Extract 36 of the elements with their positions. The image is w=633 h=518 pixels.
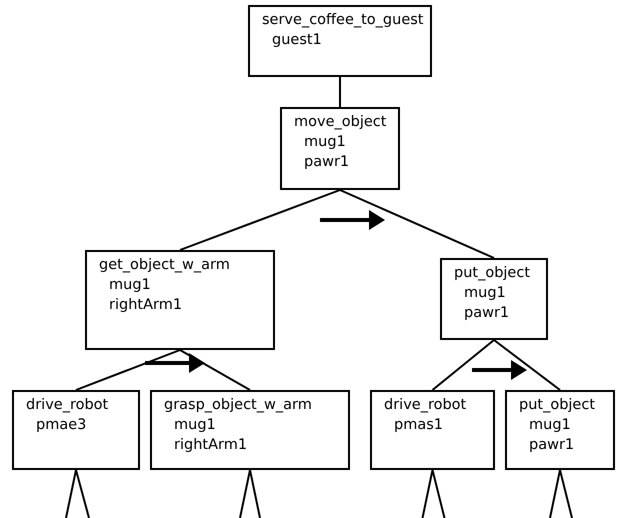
parameter-text: mug1 [174,416,216,435]
connector-line [432,339,495,391]
connector-line [339,77,341,107]
task-name: serve_coffee_to_guest [262,11,424,30]
task-name: get_object_w_arm [99,256,230,275]
task-name: drive_robot [384,396,466,415]
parameter-text: pmae3 [36,416,86,435]
task-box [370,390,495,470]
task-box [12,390,140,470]
parameter-text: mug1 [304,133,346,152]
parameter-text: pawr1 [304,153,350,172]
parameter-text: rightArm1 [174,436,248,455]
parameter-text: mug1 [529,416,571,435]
connector-line [340,189,494,259]
parameter-text: pawr1 [529,436,574,455]
parameter-text: guest1 [272,31,322,50]
task-name: move_object [294,113,386,132]
connector-line [493,339,561,391]
connector-line [180,189,340,251]
task-box [85,250,275,350]
connector-line [76,349,180,391]
task-box [248,5,432,77]
task-name: put_object [454,264,530,283]
task-name: grasp_object_w_arm [164,396,312,415]
task-box [150,390,350,470]
task-name: put_object [519,396,596,415]
parameter-text: mug1 [464,284,506,303]
parameter-text: pawr1 [464,304,510,323]
task-box [280,107,400,190]
task-box [440,258,548,340]
parameter-text: mug1 [109,276,151,295]
parameter-text: rightArm1 [109,296,182,315]
task-name: drive_robot [26,396,108,415]
connector-line [180,349,250,391]
task-box [505,390,615,470]
parameter-text: pmas1 [394,416,443,435]
